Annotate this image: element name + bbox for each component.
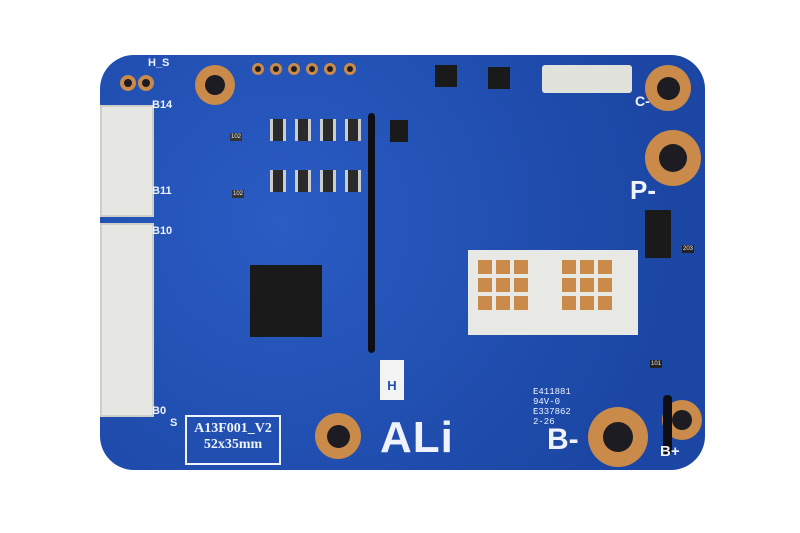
header-pad: [344, 63, 356, 75]
b-minus-pad: [588, 407, 648, 467]
mosfet-pad-area: [468, 250, 638, 335]
header-pad: [288, 63, 300, 75]
pcb-board: H_S B14 B11 B10 B0 S P- C- B- B+ H ALi A…: [100, 55, 705, 470]
microcontroller-chip: [250, 265, 322, 337]
mounting-pad: [315, 413, 361, 459]
header-pad: [252, 63, 264, 75]
brand-logo: ALi: [380, 413, 454, 462]
hall-pad: [138, 75, 154, 91]
c-minus-pad: [645, 65, 691, 111]
component-marking: 102: [230, 133, 243, 141]
label-b-plus: B+: [660, 443, 680, 460]
model-label-box: A13F001_V2 52x35mm: [185, 415, 281, 465]
component-marking: 102: [232, 190, 245, 198]
label-c-minus: C-: [635, 93, 650, 109]
label-b11: B11: [152, 185, 172, 197]
balance-connector-top: [100, 105, 154, 217]
certification-marks: E411881 94V-0 E337862 2-26: [533, 387, 571, 427]
label-h-s: H_S: [148, 57, 170, 69]
label-b0: B0: [152, 405, 167, 417]
label-s: S: [170, 417, 178, 429]
header-pad: [270, 63, 282, 75]
label-b-minus: B-: [547, 423, 579, 456]
hall-pad: [120, 75, 136, 91]
p-minus-pad: [645, 130, 701, 186]
header-pad: [324, 63, 336, 75]
board-size: 52x35mm: [203, 437, 263, 452]
balance-connector-bottom: [100, 223, 154, 417]
isolation-slot: [663, 395, 672, 455]
isolation-slot: [368, 113, 375, 353]
fuse: [542, 65, 632, 93]
diode: [645, 210, 671, 258]
label-p-minus: P-: [630, 175, 656, 205]
model-name: A13F001_V2: [194, 421, 272, 436]
component-marking: 203: [682, 245, 695, 253]
mounting-pad: [195, 65, 235, 105]
header-pad: [306, 63, 318, 75]
component-marking: 101: [650, 360, 663, 368]
label-b14: B14: [152, 99, 173, 111]
label-h: H: [380, 360, 404, 400]
label-b10: B10: [152, 225, 173, 237]
